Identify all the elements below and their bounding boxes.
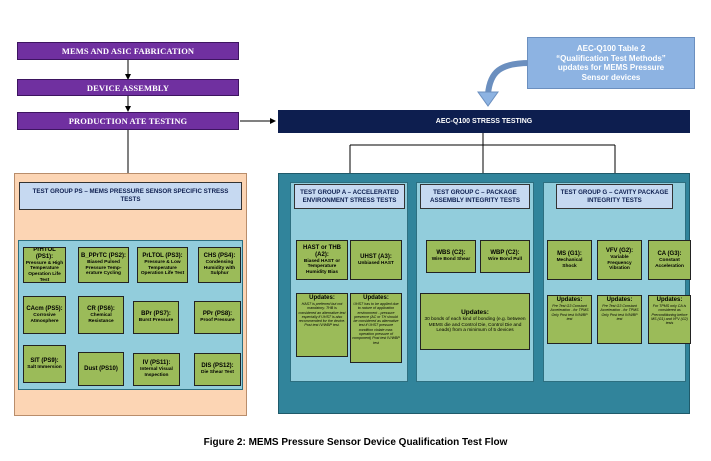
g1-updates-body: Pre Test G3 Constant Acceleration - for …	[550, 304, 589, 321]
ps5-sub: Corrosive Atmosphere	[30, 312, 59, 324]
ps4-title: CHS (PS4):	[203, 253, 236, 260]
c-updates-box: Updates: 30 bonds of each kind of bondin…	[420, 293, 530, 350]
ps6-sub: Chemical Resistance	[88, 312, 114, 324]
aec-note-line-2: “Qualification Test Methods”	[556, 53, 666, 63]
ps6-title: CR (PS6):	[87, 305, 115, 312]
aec-note-line-1: AEC-Q100 Table 2	[576, 44, 646, 53]
ps8-ppr-box: PPr (PS8): Proof Pressure	[194, 301, 241, 334]
group-g-column	[543, 182, 686, 382]
a2-sub: Biased HAST or Temperature Humidity Bias	[303, 258, 341, 275]
c-updates-body: 30 bonds of each kind of bonding (e.g. b…	[424, 317, 526, 334]
g3-sub: Constant Acceleration	[655, 257, 684, 269]
c2-wbs-box: WBS (C2): Wire Bond Shear	[426, 240, 476, 273]
ps5-title: CAcm (PS5):	[26, 305, 63, 312]
ps5-cacm-box: CAcm (PS5): Corrosive Atmosphere	[23, 296, 66, 334]
ps7-sub: Burst Pressure	[138, 318, 174, 324]
group-g-header: TEST GROUP G – CAVITY PACKAGE INTEGRITY …	[556, 184, 673, 209]
a2-updates-box: Updates: HAST is preferred but not manda…	[296, 293, 348, 357]
group-c-column	[416, 182, 534, 382]
ps1-title: PrHTOL (PS1):	[33, 247, 56, 260]
ps3-sub: Pressure & Low Temperature Operation Lif…	[140, 260, 185, 277]
a3-updates-title: Updates:	[363, 295, 389, 301]
ps3-title: PrLTOL (PS3):	[142, 253, 183, 260]
ps8-title: PPr (PS8):	[202, 311, 233, 318]
g3-updates-box: Updates: For TPMS only CA is considered …	[648, 295, 691, 344]
g3-ca-box: CA (G3): Constant Acceleration	[648, 240, 691, 280]
wbp-sub: Wire Bond Pull	[487, 257, 523, 263]
ps4-chs-box: CHS (PS4): Condensing Humidity with Sulp…	[198, 247, 241, 283]
ps6-cr-box: CR (PS6): Chemical Resistance	[78, 296, 124, 334]
g1-title: MS (G1):	[557, 250, 582, 257]
ps11-title: IV (PS11):	[142, 360, 171, 367]
figure-caption: Figure 2: MEMS Pressure Sensor Device Qu…	[203, 437, 508, 448]
ps11-iv-box: IV (PS11): Internal Visual Inspection	[133, 353, 180, 386]
g3-updates-body: For TPMS only CA is considered as Precon…	[651, 304, 688, 326]
ps12-dis-box: DIS (PS12): Die Shear Test	[194, 353, 241, 386]
g1-ms-box: MS (G1): Mechanical Shock	[547, 240, 592, 280]
ps10-dust-box: Dust (PS10)	[78, 352, 124, 386]
c2-wbp-box: WBP (C2): Wire Bond Pull	[480, 240, 530, 273]
ps4-sub: Condensing Humidity with Sulphur	[203, 260, 236, 277]
ps3-prltol-box: PrLTOL (PS3): Pressure & Low Temperature…	[137, 247, 188, 283]
a2-updates-title: Updates:	[309, 295, 335, 301]
ps9-sub: Salt Immersion	[27, 364, 62, 370]
ps2-sub: Biased Pulsed Pressure Temp-erature Cycl…	[85, 260, 122, 277]
wbs-title: WBS (C2):	[436, 250, 466, 257]
ps8-sub: Proof Pressure	[200, 318, 235, 324]
a3-updates-box: Updates: UHST has to be applied due to n…	[350, 293, 402, 363]
g1-sub: Mechanical Shock	[556, 257, 583, 269]
aec-q100-note-box: AEC-Q100 Table 2 “Qualification Test Met…	[527, 37, 695, 89]
g1-updates-box: Updates: Pre Test G3 Constant Accelerati…	[547, 295, 592, 344]
a2-updates-body: HAST is preferred but not mandatory. THB…	[298, 302, 346, 328]
group-ps-header: TEST GROUP PS – MEMS PRESSURE SENSOR SPE…	[19, 182, 242, 210]
g2-updates-body: Pre Test G3 Constant Acceleration - for …	[600, 304, 639, 321]
c-updates-title: Updates:	[461, 309, 489, 317]
a2-hast-thb-box: HAST or THB (A2): Biased HAST or Tempera…	[296, 240, 348, 280]
ps10-title: Dust (PS10)	[84, 365, 118, 372]
aec-note-line-3: updates for MEMS Pressure	[557, 63, 665, 72]
aec-curved-arrow	[485, 60, 531, 95]
g2-vfv-box: VFV (G2): Variable Frequency Vibration	[597, 240, 642, 280]
g1-updates-title: Updates:	[556, 297, 583, 303]
mems-asic-fabrication-box: MEMS AND ASIC FABRICATION	[17, 42, 239, 60]
ps9-sit-box: SIT (PS9): Salt Immersion	[23, 345, 66, 383]
ps11-sub: Internal Visual Inspection	[140, 367, 173, 378]
ps1-prhtol-box: PrHTOL (PS1): Pressure & High Temperatur…	[23, 247, 66, 283]
ps2-title: B_PPrTC (PS2):	[80, 253, 126, 260]
group-c-header: TEST GROUP C – PACKAGE ASSEMBLY INTEGRIT…	[420, 184, 530, 209]
g2-sub: Variable Frequency Vibration	[607, 255, 632, 272]
g2-updates-title: Updates:	[606, 297, 633, 303]
a3-sub: Unbiased HAST	[358, 260, 394, 266]
aec-q100-stress-testing-box: AEC-Q100 STRESS TESTING	[278, 110, 690, 133]
ps12-title: DIS (PS12):	[201, 363, 234, 370]
wbp-title: WBP (C2):	[490, 250, 520, 257]
g3-title: CA (G3):	[657, 250, 682, 257]
ps7-title: BPr (PS7):	[141, 311, 171, 318]
wbs-sub: Wire Bond Shear	[431, 257, 471, 263]
g2-title: VFV (G2):	[605, 248, 634, 255]
g3-updates-title: Updates:	[656, 297, 683, 303]
a3-title: UHST (A3):	[360, 253, 392, 260]
a3-updates-body: UHST has to be applied due to nature of …	[352, 302, 400, 345]
ps12-sub: Die Shear Test	[201, 370, 234, 376]
production-ate-testing-box: PRODUCTION ATE TESTING	[17, 112, 239, 130]
g2-updates-box: Updates: Pre Test G3 Constant Accelerati…	[597, 295, 642, 344]
ps1-sub: Pressure & High Temperature Operation Li…	[25, 260, 64, 283]
device-assembly-box: DEVICE ASSEMBLY	[17, 79, 239, 96]
ps2-bpprtc-box: B_PPrTC (PS2): Biased Pulsed Pressure Te…	[78, 247, 129, 283]
group-a-header: TEST GROUP A – ACCELERATED ENVIRONMENT S…	[294, 184, 405, 209]
aec-note-line-4: Sensor devices	[581, 72, 641, 82]
a3-uhst-box: UHST (A3): Unbiased HAST	[350, 240, 402, 280]
ps9-title: SIT (PS9):	[30, 357, 59, 364]
a2-title: HAST or THB (A2):	[303, 244, 341, 258]
ps7-bpr-box: BPr (PS7): Burst Pressure	[133, 301, 179, 334]
